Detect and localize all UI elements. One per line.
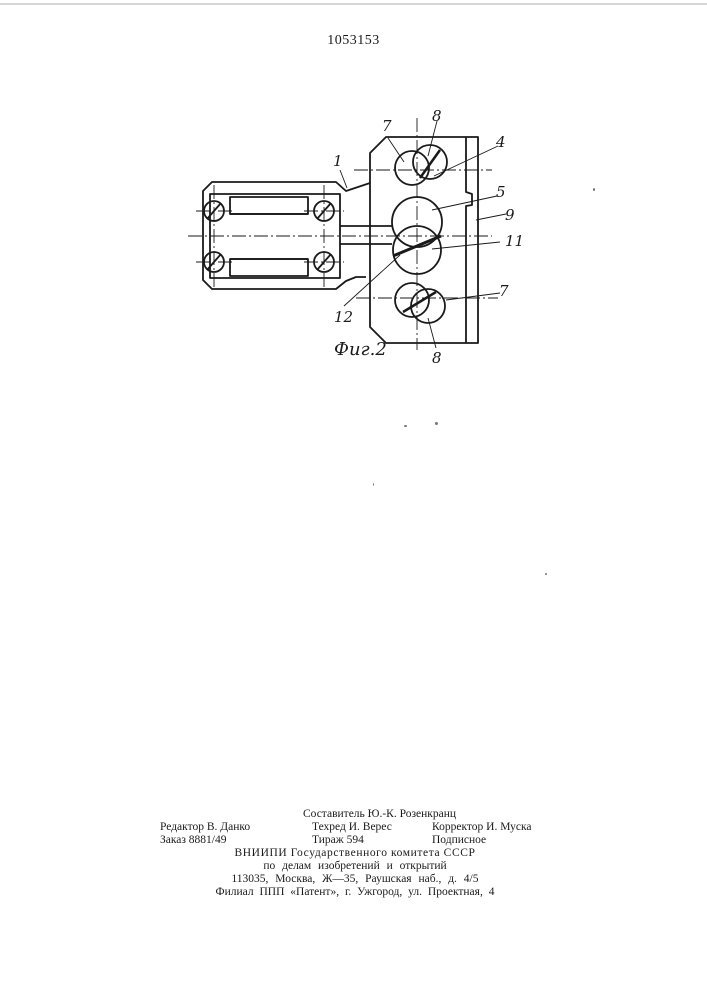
colophon: Составитель Ю.-К. Розенкранц Редактор В.… xyxy=(160,808,550,899)
scan-speck xyxy=(404,425,407,427)
proofreader: Корректор И. Муска xyxy=(432,821,532,834)
scan-speck xyxy=(593,188,595,191)
scan-speck xyxy=(373,483,374,486)
colophon-row-order: Заказ 8881/49 Тираж 594 Подписное xyxy=(160,834,550,847)
figure-caption: Фиг.2 xyxy=(334,339,387,360)
label-7-top: 7 xyxy=(382,117,392,135)
colophon-row-compiler: Составитель Ю.-К. Розенкранц xyxy=(160,808,550,821)
label-5: 5 xyxy=(496,183,506,201)
label-4: 4 xyxy=(495,133,506,151)
editor: Редактор В. Данко xyxy=(160,821,250,834)
label-8-top: 8 xyxy=(432,107,442,125)
label-12: 12 xyxy=(334,308,353,326)
org-line-2: по делам изобретений и открытий xyxy=(160,860,550,873)
plate-step xyxy=(466,137,472,343)
label-8-bottom: 8 xyxy=(432,349,442,367)
subscription: Подписное xyxy=(432,834,486,847)
scan-speck xyxy=(435,422,438,425)
branch-address: Филиал ППП «Патент», г. Ужгород, ул. Про… xyxy=(160,886,550,899)
tech-editor: Техред И. Верес xyxy=(312,821,392,834)
colophon-row-editors: Редактор В. Данко Техред И. Верес Коррек… xyxy=(160,821,550,834)
label-9: 9 xyxy=(505,206,515,224)
order-number: Заказ 8881/49 xyxy=(160,834,227,847)
org-address: 113035, Москва, Ж—35, Раушская наб., д. … xyxy=(160,873,550,886)
roller-top xyxy=(230,197,308,214)
label-11: 11 xyxy=(505,232,524,250)
org-line-1: ВНИИПИ Государственного комитета СССР xyxy=(160,847,550,860)
compiler: Составитель Ю.-К. Розенкранц xyxy=(303,808,456,821)
housing-outline xyxy=(203,182,370,289)
roller-bottom xyxy=(230,259,308,276)
scan-speck xyxy=(545,573,547,575)
circulation: Тираж 594 xyxy=(312,834,364,847)
label-1: 1 xyxy=(333,152,343,170)
label-7-bottom: 7 xyxy=(499,282,509,300)
